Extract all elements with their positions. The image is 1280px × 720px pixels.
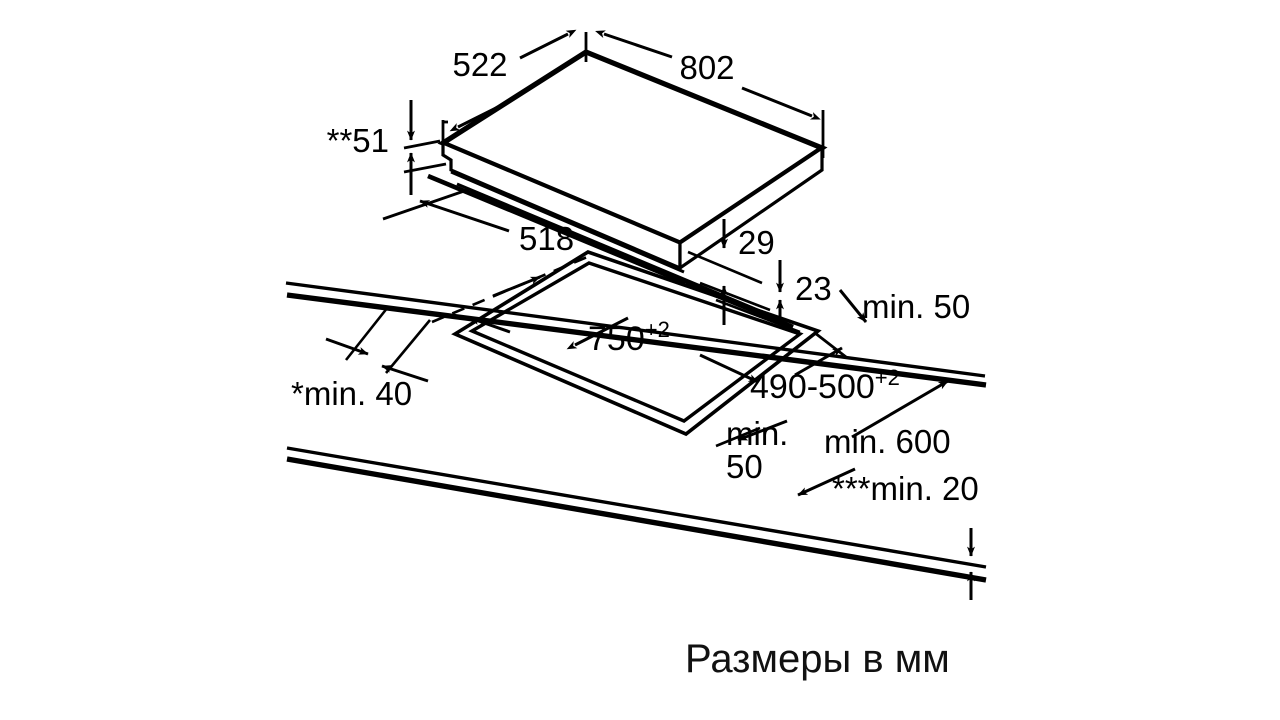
worktop-surface — [285, 281, 987, 583]
ext-line-min40-a — [344, 306, 390, 361]
leader-802-right — [741, 86, 821, 120]
dimension-522: 522 — [441, 29, 588, 152]
ext-line-min40-b — [384, 319, 432, 374]
dimension-29: 29 — [687, 219, 775, 312]
ext-line-29-b — [699, 281, 771, 312]
worktop-top-edge — [286, 292, 987, 388]
leader-522-lower — [449, 100, 509, 132]
worktop-front-edge-upper — [286, 446, 987, 569]
alignment-dashed-line — [431, 253, 593, 324]
cooktop-appliance — [427, 49, 828, 330]
leader-min50-side — [737, 419, 788, 442]
arrow-min40-a — [325, 337, 369, 356]
leader-802-left — [595, 30, 673, 59]
dimension-min-40: *min. 40 — [291, 306, 432, 412]
leader-522-upper — [519, 29, 577, 60]
dimension-cutout-inner — [469, 275, 541, 334]
dimension-518: 518 — [382, 187, 574, 257]
label-490-500: 490-500+2 — [750, 365, 900, 406]
label-518: 518 — [519, 220, 574, 257]
units-caption: Размеры в мм — [685, 637, 950, 681]
label-23: 23 — [795, 270, 832, 307]
label-min-600: min. 600 — [824, 423, 951, 460]
leader-750-left — [566, 316, 629, 350]
label-522: 522 — [452, 46, 507, 83]
ext-line-51-bottom — [403, 162, 447, 174]
leader-min600 — [851, 379, 949, 439]
ext-line-min50-side — [715, 426, 761, 448]
ext-line-51-top — [403, 139, 441, 150]
arrow-cutout-inner-lower — [469, 316, 511, 334]
label-802: 802 — [679, 49, 734, 86]
cooktop-front-right-face — [678, 145, 824, 272]
dimension-750: 750+2 — [566, 316, 759, 384]
cooktop-frame-line-1 — [450, 170, 685, 274]
ext-line-29-a — [687, 250, 763, 285]
leader-518 — [419, 199, 510, 233]
leader-min20 — [797, 467, 856, 497]
label-min-40: *min. 40 — [291, 375, 412, 412]
arrow-cutout-inner-upper — [492, 275, 541, 298]
label-min-50-rear: min. 50 — [862, 288, 970, 325]
ext-line-23 — [715, 298, 801, 334]
cutout-inner-opening — [468, 261, 804, 423]
dimension-490-500: 490-500+2 — [750, 331, 900, 406]
worktop-front-edge-lower — [286, 456, 987, 583]
dimension-23: 23 — [715, 260, 832, 334]
dimension-min-50-rear: min. 50 — [838, 288, 970, 325]
leader-750-right — [699, 353, 759, 384]
label-51: **51 — [327, 122, 389, 159]
dimension-min-20: ***min. 20 — [797, 467, 979, 507]
dimension-802: 802 — [595, 30, 825, 158]
label-750: 750+2 — [588, 317, 670, 358]
label-min-50-side-line1: min. — [726, 415, 788, 452]
dimension-min-50-side: min. 50 — [715, 415, 788, 485]
projection-lines — [431, 253, 593, 324]
dimension-min-600: min. 600 — [824, 379, 951, 460]
label-29: 29 — [738, 224, 775, 261]
cutout-outer-rim — [451, 250, 822, 437]
label-min-20: ***min. 20 — [832, 470, 979, 507]
dimension-51: **51 — [327, 100, 447, 195]
leader-min50-rear — [838, 289, 868, 323]
worktop-rear-edge — [285, 281, 986, 378]
cooktop-frame-right-1 — [685, 280, 794, 330]
leader-490 — [794, 346, 843, 377]
ext-line-518 — [382, 187, 471, 221]
worktop-cutout — [451, 250, 822, 437]
label-min-50-side-line2: 50 — [726, 448, 763, 485]
